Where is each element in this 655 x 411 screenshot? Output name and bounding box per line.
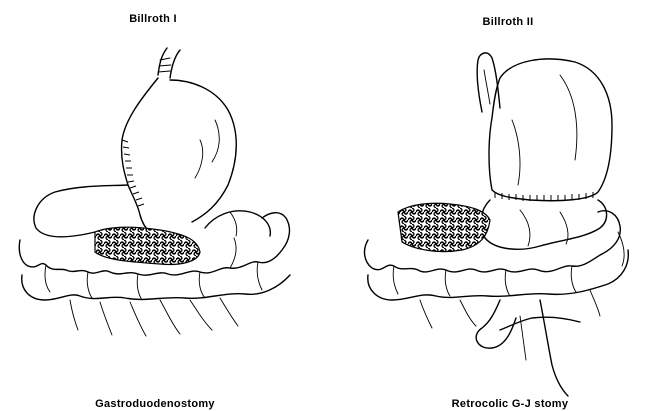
billroth-1-illustration (19, 48, 290, 336)
afferent-efferent-limbs (476, 300, 568, 396)
panel-caption-billroth-2: Retrocolic G-J stomy (400, 398, 620, 410)
esophagus-left (158, 48, 180, 78)
jejunal-loop (481, 200, 607, 249)
gastric-remnant (489, 59, 612, 201)
mesentery-left (70, 298, 238, 336)
duodenum-left (95, 227, 200, 264)
panel-caption-billroth-1: Gastroduodenostomy (40, 398, 270, 410)
esophagus-right (477, 53, 500, 112)
billroth-2-illustration (365, 53, 629, 396)
omentum-right (398, 203, 490, 251)
stomach-left (34, 78, 236, 237)
